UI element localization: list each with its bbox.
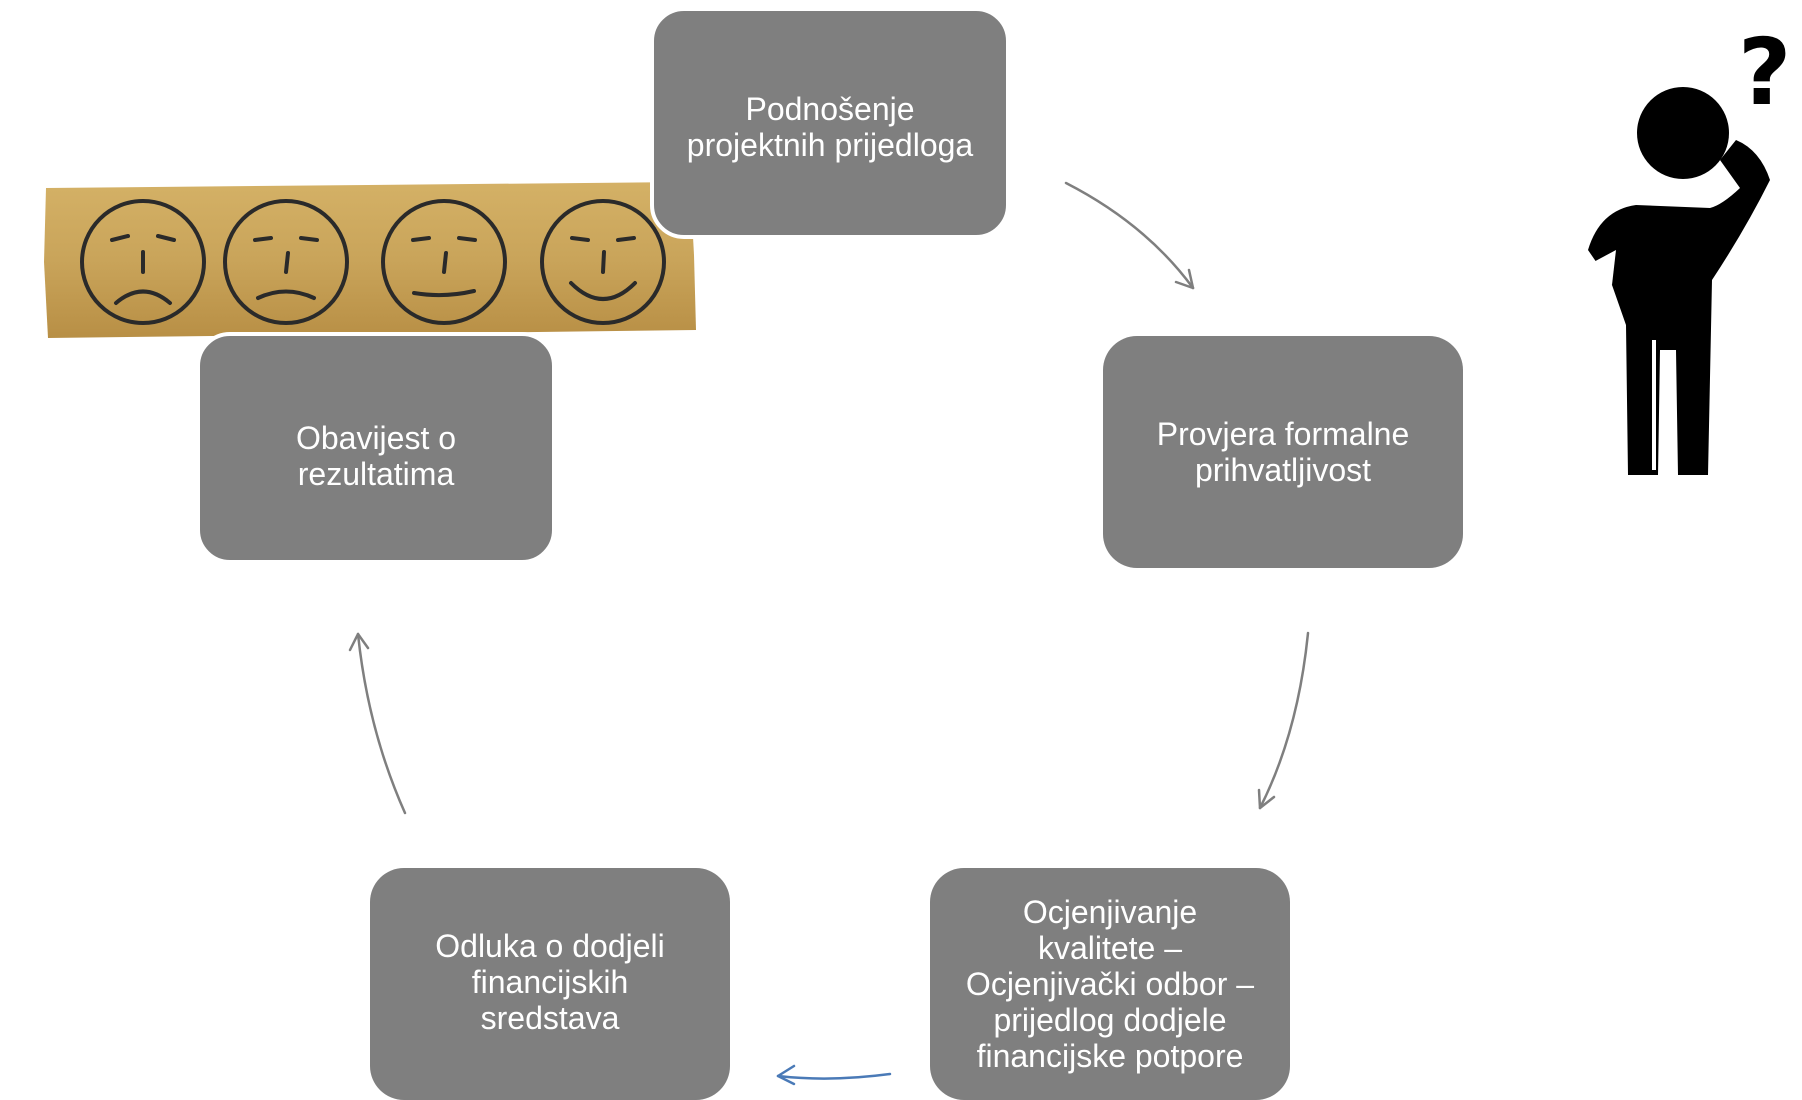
- cardboard-background: [44, 182, 696, 338]
- step-eligibility-check-label: Provjera formalne prihvatljivost: [1156, 416, 1410, 488]
- content-face-icon: [381, 199, 507, 325]
- very-sad-face-icon: [80, 199, 206, 325]
- arrow-assessment-to-decision: [776, 1064, 892, 1086]
- leg-gap: [1652, 340, 1656, 470]
- step-funding-decision-box: Odluka o dodjeli financijskih sredstava: [370, 868, 730, 1100]
- arrow-submission-to-eligibility: [1064, 181, 1195, 290]
- arrow-results-to-submission: [348, 632, 407, 815]
- step-funding-decision-label: Odluka o dodjeli financijskih sredstava: [435, 928, 665, 1036]
- sad-face-icon: [223, 199, 349, 325]
- arrow-eligibility-to-assessment: [1257, 631, 1310, 810]
- step-results-notice-box: Obavijest o rezultatima: [196, 332, 556, 564]
- step-quality-assessment-box: Ocjenjivanje kvalitete – Ocjenjivački od…: [930, 868, 1290, 1100]
- happy-face-icon: [540, 199, 666, 325]
- step-eligibility-check-box: Provjera formalne prihvatljivost: [1103, 336, 1463, 568]
- step-submission-label: Podnošenje projektnih prijedloga: [686, 91, 974, 163]
- step-results-notice-label: Obavijest o rezultatima: [295, 420, 457, 492]
- arm-gap: [1588, 250, 1616, 285]
- person-body: [1588, 140, 1770, 475]
- question-mark-icon: ?: [1738, 19, 1791, 126]
- step-submission-box: Podnošenje projektnih prijedloga: [650, 7, 1010, 239]
- person-head: [1637, 87, 1729, 179]
- smiley-faces: [80, 199, 666, 325]
- step-quality-assessment-label: Ocjenjivanje kvalitete – Ocjenjivački od…: [965, 894, 1255, 1074]
